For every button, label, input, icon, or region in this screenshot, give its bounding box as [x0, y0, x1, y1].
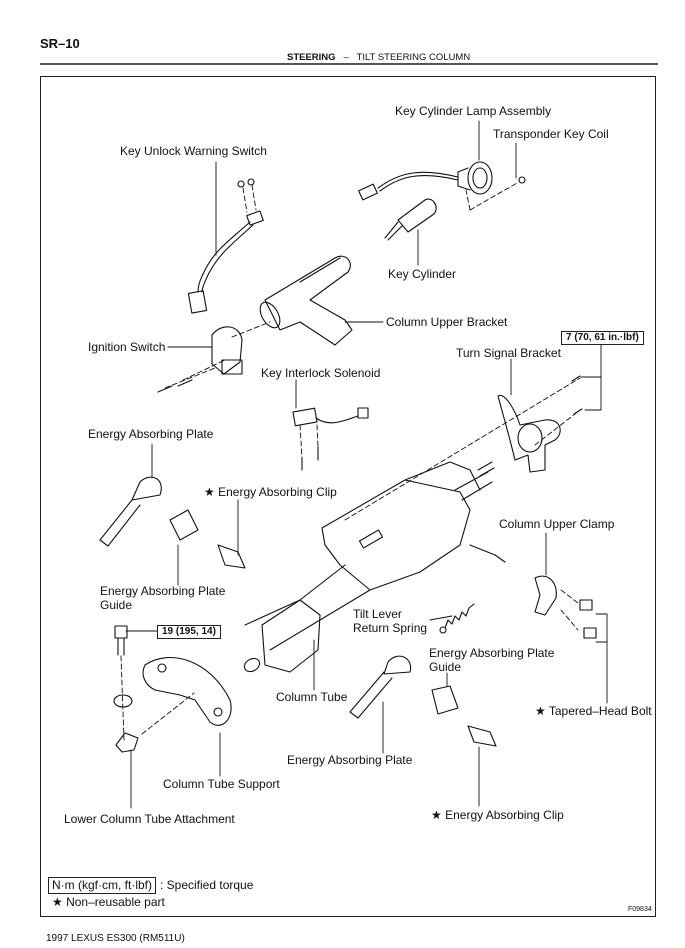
- label-column-upper-bracket: Column Upper Bracket: [386, 315, 508, 329]
- column-upper-bracket-drawing: [259, 255, 353, 346]
- label-column-upper-clamp: Column Upper Clamp: [499, 517, 615, 531]
- label-key-interlock-solenoid: Key Interlock Solenoid: [261, 366, 381, 380]
- label-lower-column-tube-attachment: Lower Column Tube Attachment: [64, 812, 235, 826]
- label-energy-absorbing-plate-guide-left: Energy Absorbing Plate Guide: [100, 584, 225, 612]
- section-title: STEERING – TILT STEERING COLUMN: [287, 52, 470, 63]
- label-key-unlock-warning-switch: Key Unlock Warning Switch: [120, 144, 267, 158]
- label-energy-absorbing-clip-top: ★ Energy Absorbing Clip: [204, 485, 337, 499]
- label-line-1: Energy Absorbing Plate: [429, 646, 555, 660]
- label-column-tube-support: Column Tube Support: [163, 777, 280, 791]
- ignition-switch-drawing: [157, 326, 243, 393]
- torque-spec-turn-signal-bracket: 7 (70, 61 in.·lbf): [561, 331, 644, 345]
- label-tapered-head-bolt: ★ Tapered–Head Bolt: [535, 704, 652, 718]
- column-upper-clamp-drawing: [534, 575, 597, 639]
- section-separator: –: [343, 52, 349, 63]
- leader-lines: [125, 120, 608, 809]
- figure-id: F09834: [628, 906, 652, 913]
- key-cylinder-lamp-assembly-drawing: [358, 161, 526, 201]
- label-column-tube: Column Tube: [276, 690, 348, 704]
- label-key-cylinder: Key Cylinder: [388, 267, 457, 281]
- key-unlock-warning-switch-drawing: [187, 178, 264, 314]
- label-line-2: Return Spring: [353, 621, 428, 635]
- label-line-2: Guide: [429, 660, 462, 674]
- label-key-cylinder-lamp-assembly: Key Cylinder Lamp Assembly: [395, 104, 552, 118]
- label-turn-signal-bracket: Turn Signal Bracket: [456, 346, 561, 360]
- tilt-lever-return-spring-drawing: [439, 603, 475, 634]
- label-tilt-lever-return-spring: Tilt Lever Return Spring: [353, 607, 427, 635]
- legend-torque-text: : Specified torque: [160, 878, 254, 892]
- label-transponder-key-coil: Transponder Key Coil: [493, 127, 609, 141]
- turn-signal-bracket-drawing: [477, 375, 583, 477]
- label-line-1: Tilt Lever: [353, 607, 402, 621]
- steering-column-drawing: [243, 461, 506, 673]
- subsection-name: TILT STEERING COLUMN: [356, 52, 471, 63]
- label-energy-absorbing-plate-guide-right: Energy Absorbing Plate Guide: [429, 646, 554, 674]
- label-line-2: Guide: [100, 598, 133, 612]
- section-name: STEERING: [287, 52, 336, 63]
- key-cylinder-drawing: [384, 198, 437, 241]
- label-energy-absorbing-plate-top: Energy Absorbing Plate: [88, 427, 214, 441]
- label-ignition-switch: Ignition Switch: [88, 340, 166, 354]
- footer-model: 1997 LEXUS ES300 (RM511U): [46, 933, 185, 944]
- column-tube-support-drawing: [113, 625, 232, 753]
- header-rule: [40, 63, 658, 65]
- torque-spec-column-tube-support: 19 (195, 14): [157, 625, 221, 639]
- page-id: SR–10: [40, 36, 80, 51]
- label-line-1: Energy Absorbing Plate: [100, 584, 226, 598]
- label-energy-absorbing-clip-bottom: ★ Energy Absorbing Clip: [431, 808, 564, 822]
- legend-non-reusable: ★ Non–reusable part: [52, 895, 165, 909]
- diagram-frame: [40, 76, 656, 917]
- label-energy-absorbing-plate-bottom: Energy Absorbing Plate: [287, 753, 413, 767]
- legend-torque-unit: N·m (kgf·cm, ft·lbf): [48, 877, 156, 894]
- key-interlock-solenoid-drawing: [292, 407, 369, 471]
- energy-absorbing-parts-drawing: [99, 476, 497, 747]
